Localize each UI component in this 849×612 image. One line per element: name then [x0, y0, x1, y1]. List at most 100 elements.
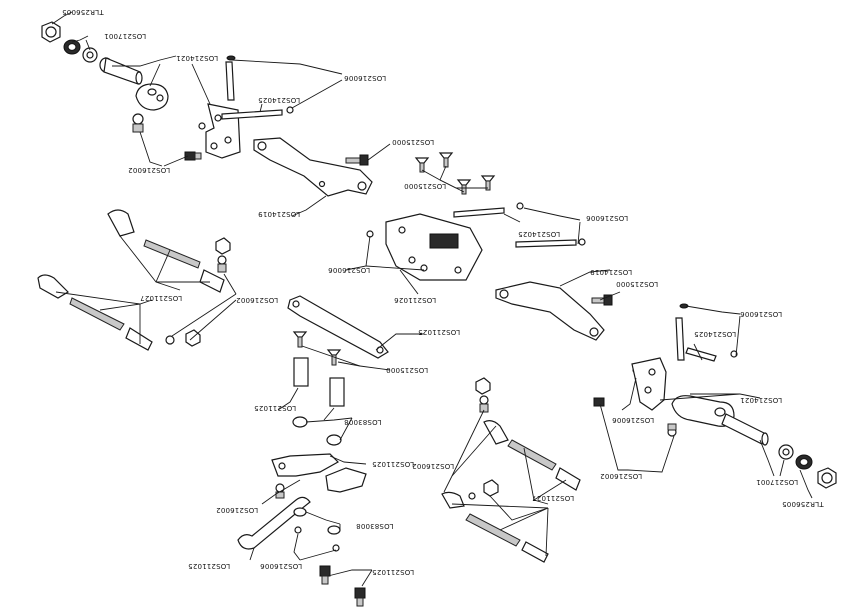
bearing-icon	[326, 434, 342, 446]
hub-carrier-icon	[671, 395, 735, 427]
part-label: LOS216002	[128, 166, 171, 174]
rod-end-icon	[521, 541, 549, 563]
part-label: LOS211026	[394, 296, 437, 304]
bushing-icon	[795, 454, 813, 470]
screw-icon	[354, 587, 366, 607]
nut-icon	[817, 467, 837, 489]
ball-stud-icon	[165, 335, 175, 345]
rod-end-icon	[441, 491, 465, 509]
bearing-icon	[292, 416, 308, 428]
nut-icon	[41, 21, 61, 43]
screw-icon	[438, 152, 454, 168]
part-label: LOS215000	[386, 366, 429, 374]
ball-stud-icon	[275, 483, 285, 499]
part-label: LOS214019	[258, 210, 301, 218]
bracket-icon	[631, 357, 667, 411]
washer-icon	[82, 47, 98, 63]
e-clip-icon	[294, 526, 302, 534]
pin-icon	[685, 347, 717, 362]
hub-carrier-icon	[135, 83, 169, 111]
washer-icon	[778, 444, 794, 460]
ball-stud-icon	[468, 492, 476, 500]
screw-icon	[319, 565, 331, 585]
part-label: LOS211025	[372, 568, 415, 576]
part-label: LOS217001	[104, 32, 147, 40]
part-label: LOS211025	[254, 404, 297, 412]
screw-icon	[480, 175, 496, 191]
e-clip-icon	[226, 55, 236, 61]
screw-icon	[591, 294, 613, 306]
bearing-icon	[327, 525, 341, 535]
part-label: LOS214021	[740, 396, 783, 404]
pin-icon	[453, 207, 505, 218]
turnbuckle-icon	[143, 239, 201, 269]
leader-lines	[51, 11, 813, 587]
part-label: LOS215000	[404, 182, 447, 190]
turnbuckle-icon	[69, 297, 125, 331]
part-label: LOS216006	[740, 310, 783, 318]
screw-icon	[326, 349, 342, 366]
drag-link-icon	[237, 496, 311, 550]
part-label: LOS83008	[344, 418, 382, 426]
rod-end-icon	[125, 327, 153, 351]
rod-end-icon	[37, 274, 69, 299]
e-clip-icon	[198, 122, 206, 130]
part-label: LOS216002	[216, 506, 259, 514]
steering-link-icon	[287, 295, 389, 359]
bushing-icon	[63, 39, 81, 55]
screw-icon	[345, 154, 369, 166]
part-label: LOS215000	[392, 138, 435, 146]
part-label: LOS214019	[590, 268, 633, 276]
nut-icon	[215, 237, 231, 255]
part-label: TLR256005	[62, 8, 104, 16]
pin-icon	[225, 61, 235, 101]
part-label: LOS216002	[412, 462, 455, 470]
part-label: LOS216006	[586, 214, 629, 222]
part-label: LOS215000	[616, 280, 659, 288]
pin-icon	[221, 109, 283, 120]
rod-end-icon	[199, 269, 225, 293]
turnbuckle-icon	[507, 439, 557, 471]
axle-icon	[721, 413, 769, 446]
e-clip-icon	[332, 544, 340, 552]
screw-icon	[593, 397, 605, 407]
e-clip-icon	[516, 202, 524, 210]
part-label: TLR256005	[782, 500, 824, 508]
axle-icon	[99, 57, 143, 85]
nut-icon	[185, 329, 201, 347]
part-label: LOS216006	[612, 416, 655, 424]
ball-stud-icon	[132, 113, 144, 133]
part-label: LOS214025	[518, 230, 561, 238]
bracket-icon	[205, 103, 241, 159]
part-label: LOS211025	[372, 460, 415, 468]
part-label: LOS211027	[140, 294, 183, 302]
screw-icon	[184, 151, 202, 161]
bellcrank-icon	[325, 467, 367, 493]
bearing-icon	[293, 507, 307, 517]
part-label: LOS216006	[260, 562, 303, 570]
screw-icon	[456, 179, 472, 195]
screw-icon	[292, 331, 308, 348]
part-label: LOS211027	[532, 494, 575, 502]
nut-icon	[483, 479, 499, 497]
e-clip-icon	[286, 106, 294, 114]
pin-icon	[515, 239, 577, 248]
ball-stud-icon	[217, 255, 227, 273]
rod-end-icon	[483, 420, 509, 445]
standoff-icon	[329, 377, 345, 407]
part-label: LOS216002	[600, 472, 643, 480]
part-label: LOS214021	[176, 54, 219, 62]
standoff-icon	[293, 357, 309, 387]
rod-end-icon	[107, 209, 135, 237]
part-label: LOS216002	[236, 296, 279, 304]
rod-end-icon	[555, 467, 581, 491]
part-label: LOS83008	[356, 522, 394, 530]
part-label: LOS216006	[344, 74, 387, 82]
part-label: LOS211025	[418, 328, 461, 336]
pin-icon	[675, 317, 685, 361]
screw-icon	[414, 157, 430, 173]
turnbuckle-icon	[465, 513, 521, 547]
part-label: LOS214025	[694, 330, 737, 338]
bulkhead-icon	[385, 213, 483, 281]
